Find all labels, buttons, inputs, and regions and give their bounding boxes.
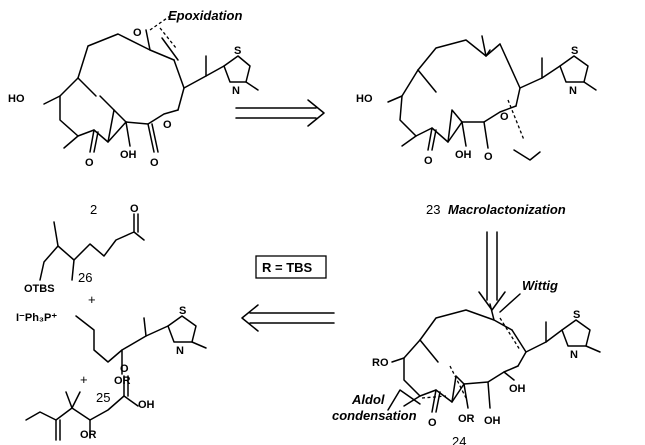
plus-sign-2: + — [80, 372, 88, 387]
compound-25-thiazole-n: N — [176, 345, 184, 357]
compound-2-ester-o: O — [150, 157, 159, 169]
compound-2-thiazole-s: S — [234, 45, 241, 57]
compound-24-acid-oh: OH — [484, 415, 501, 427]
compound-2-thiazole-n: N — [232, 85, 240, 97]
compound-24-ketone-o: O — [428, 417, 437, 429]
compound-26-structure — [39, 213, 145, 281]
compound-23-number: 23 — [426, 202, 440, 217]
compound-24-oh-label: OH — [509, 383, 526, 395]
label-epoxidation: Epoxidation — [168, 8, 242, 23]
compound-25-phosphonium-label: I⁻Ph₃P⁺ — [16, 312, 57, 324]
label-aldol: Aldol — [351, 392, 385, 407]
compound-23-thiazole-s: S — [571, 45, 578, 57]
compound-2-oh-label: OH — [120, 149, 137, 161]
compound-2-structure — [43, 15, 259, 153]
compound-6-oh-label: OH — [138, 399, 155, 411]
r-definition-box — [255, 255, 327, 279]
label-macrolactonization: Macrolactonization — [448, 202, 566, 217]
compound-24-number: 24 — [452, 434, 466, 445]
compound-6-structure — [25, 375, 139, 441]
compound-6-acid-o: O — [120, 363, 129, 375]
compound-23-oh-label: OH — [455, 149, 472, 161]
label-condensation: condensation — [332, 408, 417, 423]
compound-23-ketone-o: O — [424, 155, 433, 167]
plus-sign-1: + — [88, 292, 96, 307]
compound-23-ho-label: HO — [356, 93, 373, 105]
epoxide-oxygen: O — [133, 27, 142, 39]
compound-23-acid-o: O — [484, 151, 493, 163]
label-wittig: Wittig — [522, 278, 558, 293]
compound-23-thiazole-n: N — [569, 85, 577, 97]
compound-24-or-label: OR — [458, 413, 475, 425]
compound-2-number: 2 — [90, 202, 97, 217]
r-definition-label: R = TBS — [262, 260, 313, 275]
compound-25-number: 25 — [96, 390, 110, 405]
compound-24-thiazole-n: N — [570, 349, 578, 361]
compound-2-ketone-o: O — [85, 157, 94, 169]
compound-25-structure — [75, 315, 207, 375]
compound-25-or-label: OR — [114, 375, 131, 387]
retro-arrow-left — [241, 304, 335, 332]
compound-23-structure — [387, 35, 597, 161]
compound-26-ketone-o: O — [130, 203, 139, 215]
compound-24-ro-label: RO — [372, 357, 389, 369]
compound-26-otbs-label: OTBS — [24, 283, 55, 295]
compound-23-ring-o: O — [500, 111, 509, 123]
compound-2-ho-label: HO — [8, 93, 25, 105]
compound-25-thiazole-s: S — [179, 305, 186, 317]
compound-24-thiazole-s: S — [573, 309, 580, 321]
retro-arrow-right — [235, 99, 325, 127]
compound-26-number: 26 — [78, 270, 92, 285]
compound-2-ring-o: O — [163, 119, 172, 131]
compound-6-or-label: OR — [80, 429, 97, 441]
retro-arrow-down — [478, 231, 506, 311]
compound-24-structure — [387, 293, 601, 413]
